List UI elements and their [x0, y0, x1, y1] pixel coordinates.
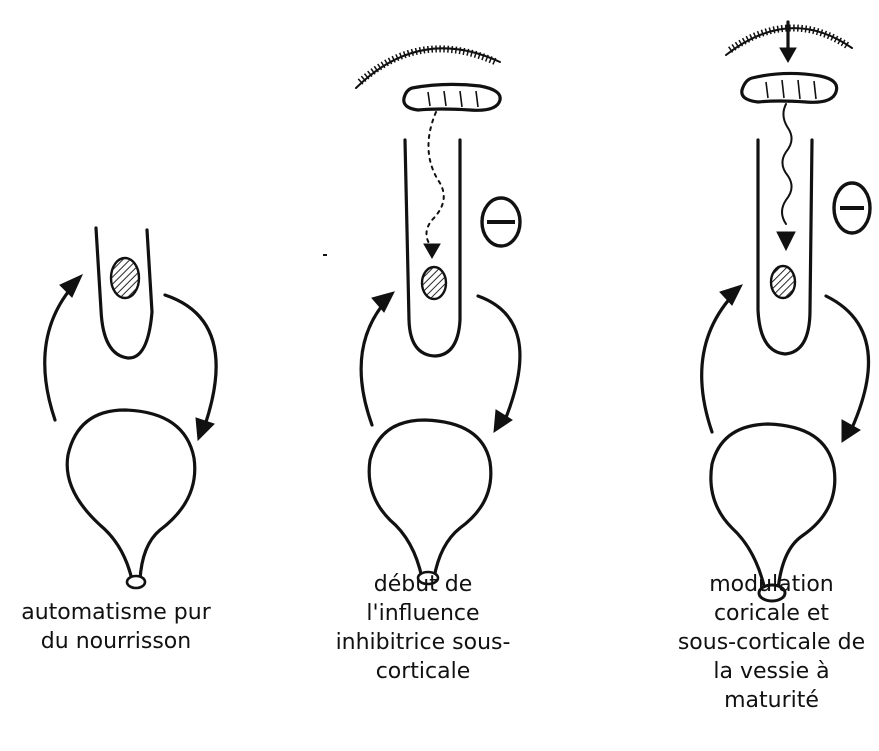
- panel-2-subcortical-inhibition: [323, 48, 520, 584]
- efferent-arrowhead: [196, 418, 214, 440]
- cortical-arrowhead: [780, 48, 796, 62]
- subcortical-nucleus-stripes: [428, 91, 478, 107]
- subcortical-nucleus: [404, 84, 500, 110]
- efferent-arrowhead: [494, 410, 512, 432]
- cortex-arc-ticks: [360, 49, 496, 82]
- inhibition-minus-icon: [482, 198, 520, 246]
- spinal-center: [771, 266, 795, 298]
- caption-infant-automatism: automatisme pur du nourrisson: [0, 598, 232, 656]
- descending-pathway-wavy: [782, 104, 792, 224]
- subcortical-nucleus-stripes: [766, 80, 816, 99]
- afferent-arc-arrow: [702, 296, 732, 432]
- caption-cortical-modulation: modulation coricale et sous-corticale de…: [664, 570, 879, 715]
- bladder-outlet: [127, 576, 145, 588]
- descending-pathway-arrowhead: [424, 244, 440, 258]
- afferent-arc-arrow: [361, 302, 385, 425]
- bladder: [67, 410, 195, 580]
- efferent-arrowhead: [842, 420, 860, 442]
- subcortical-nucleus: [742, 73, 837, 102]
- panel-3-cortical-modulation: [702, 22, 870, 601]
- descending-pathway-arrowhead: [777, 232, 795, 250]
- afferent-arc-arrow: [45, 287, 72, 420]
- efferent-arc-arrow: [826, 296, 869, 428]
- afferent-arrowhead: [60, 275, 82, 297]
- spinal-center: [422, 267, 446, 299]
- spinal-center: [111, 258, 139, 298]
- inhibition-minus-icon: [834, 183, 870, 233]
- cortex-arc: [356, 48, 500, 88]
- bladder: [711, 424, 835, 590]
- panel-1-infant-automatism: [45, 228, 216, 588]
- bladder: [369, 420, 491, 578]
- efferent-arc-arrow: [478, 296, 520, 420]
- afferent-arrowhead: [372, 292, 394, 312]
- afferent-arrowhead: [720, 285, 742, 305]
- efferent-arc-arrow: [165, 295, 216, 425]
- caption-subcortical-inhibition: début de l'influence inhibitrice sous- c…: [318, 570, 528, 686]
- descending-pathway-dashed: [426, 112, 443, 250]
